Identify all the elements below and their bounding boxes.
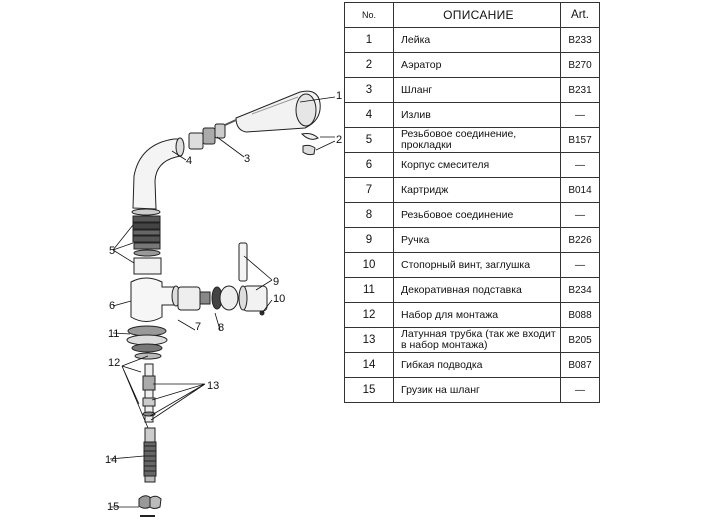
- part-flexible-hose: [143, 427, 157, 483]
- header-description: ОПИСАНИЕ: [393, 2, 561, 28]
- callout-14: 14: [105, 454, 117, 466]
- cell-description: Шланг: [393, 77, 561, 103]
- part-handle: [238, 242, 268, 312]
- cell-description: Картридж: [393, 177, 561, 203]
- part-hose: [188, 119, 237, 150]
- cell-description: Аэратор: [393, 52, 561, 78]
- cell-no: 9: [344, 227, 394, 253]
- cell-no: 14: [344, 352, 394, 378]
- part-threaded-connection: [131, 208, 162, 275]
- cell-description: Латунная трубка (так же входит в набор м…: [393, 327, 561, 353]
- callout-7: 7: [195, 321, 201, 333]
- part-mixer-body: [130, 277, 181, 322]
- cell-description: Ручка: [393, 227, 561, 253]
- callout-5: 5: [109, 245, 115, 257]
- cell-description: Излив: [393, 102, 561, 128]
- callout-13: 13: [207, 380, 219, 392]
- cell-art: B234: [560, 277, 600, 303]
- cell-art: —: [560, 202, 600, 228]
- callout-6: 6: [109, 300, 115, 312]
- cell-art: B226: [560, 227, 600, 253]
- cell-description: Декоративная подставка: [393, 277, 561, 303]
- header-no: No.: [344, 2, 394, 28]
- cell-art: —: [560, 102, 600, 128]
- callout-8: 8: [218, 322, 224, 334]
- cell-no: 10: [344, 252, 394, 278]
- callout-4: 4: [186, 155, 192, 167]
- cell-art: B233: [560, 27, 600, 53]
- callout-3: 3: [244, 153, 250, 165]
- cell-description: Корпус смесителя: [393, 152, 561, 178]
- cell-no: 13: [344, 327, 394, 353]
- part-threaded-ring: [211, 285, 239, 311]
- cell-no: 8: [344, 202, 394, 228]
- callout-10: 10: [273, 293, 285, 305]
- cell-art: —: [560, 252, 600, 278]
- cell-art: B014: [560, 177, 600, 203]
- cell-no: 7: [344, 177, 394, 203]
- cell-description: Резьбовое соединение: [393, 202, 561, 228]
- table-header-row: No. ОПИСАНИЕ Art.: [344, 2, 600, 28]
- cell-art: B157: [560, 127, 600, 153]
- leader-lines: [109, 96, 336, 508]
- exploded-faucet-diagram: 1 2 3 4 5 6 7 8 9 10 11 12 13 14 15: [105, 90, 342, 517]
- cell-no: 6: [344, 152, 394, 178]
- cell-description: Набор для монтажа: [393, 302, 561, 328]
- cell-no: 15: [344, 377, 394, 403]
- cell-art: —: [560, 152, 600, 178]
- cell-description: Резьбовое соединение, прокладки: [393, 127, 561, 153]
- part-aerator: [300, 133, 319, 156]
- callout-1: 1: [336, 90, 342, 102]
- cell-art: B088: [560, 302, 600, 328]
- callout-12: 12: [108, 357, 120, 369]
- cell-description: Грузик на шланг: [393, 377, 561, 403]
- header-art: Art.: [560, 2, 600, 28]
- cell-art: B231: [560, 77, 600, 103]
- cell-art: —: [560, 377, 600, 403]
- part-shower-head: [235, 90, 321, 133]
- cell-art: B087: [560, 352, 600, 378]
- cell-no: 2: [344, 52, 394, 78]
- cell-description: Гибкая подводка: [393, 352, 561, 378]
- cell-art: B205: [560, 327, 600, 353]
- cell-no: 4: [344, 102, 394, 128]
- callout-15: 15: [107, 501, 119, 513]
- cell-description: Лейка: [393, 27, 561, 53]
- callout-2: 2: [336, 134, 342, 146]
- cell-no: 1: [344, 27, 394, 53]
- cell-description: Стопорный винт, заглушка: [393, 252, 561, 278]
- part-hose-weight: [138, 495, 162, 517]
- part-spout: [132, 137, 185, 210]
- cell-art: B270: [560, 52, 600, 78]
- callout-9: 9: [273, 276, 279, 288]
- part-decorative-base: [126, 325, 168, 353]
- cell-no: 11: [344, 277, 394, 303]
- cell-no: 12: [344, 302, 394, 328]
- callout-11: 11: [108, 328, 119, 340]
- cell-no: 5: [344, 127, 394, 153]
- part-cartridge: [177, 286, 211, 311]
- cell-no: 3: [344, 77, 394, 103]
